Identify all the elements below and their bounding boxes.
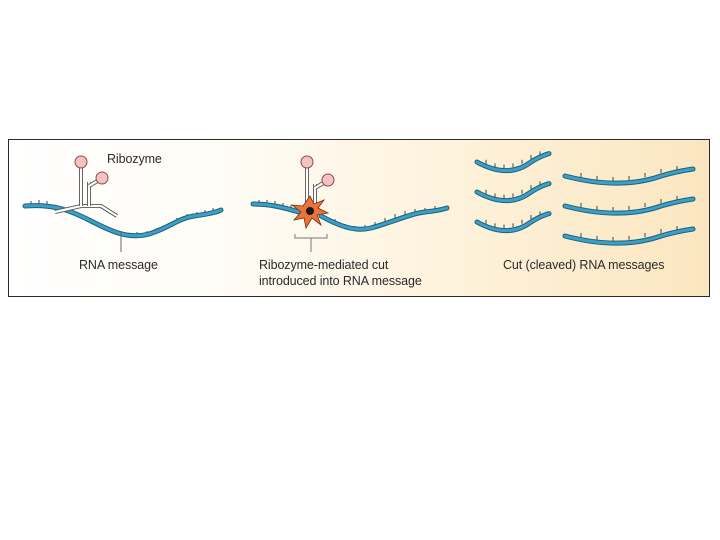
cleaved-fragments xyxy=(474,151,696,246)
ribozyme xyxy=(54,155,119,218)
ribozyme-cutting xyxy=(300,155,335,206)
rna-message-strand xyxy=(22,203,224,239)
cut-bracket xyxy=(294,234,328,252)
cleaved-label: Cut (cleaved) RNA messages xyxy=(503,258,665,272)
cut-center xyxy=(306,207,314,215)
ribozyme-diagram: Ribozyme RNA message Ribozyme-mediated c… xyxy=(8,139,710,297)
diagram-canvas xyxy=(22,151,696,252)
ribozyme-label: Ribozyme xyxy=(107,152,162,166)
ribozyme-loop-side xyxy=(95,171,109,185)
cut-label-line1: Ribozyme-mediated cut xyxy=(259,258,389,272)
ribozyme-loop-top xyxy=(74,155,88,169)
cut-label-line2: introduced into RNA message xyxy=(259,274,422,288)
rna-message-label: RNA message xyxy=(79,258,158,272)
